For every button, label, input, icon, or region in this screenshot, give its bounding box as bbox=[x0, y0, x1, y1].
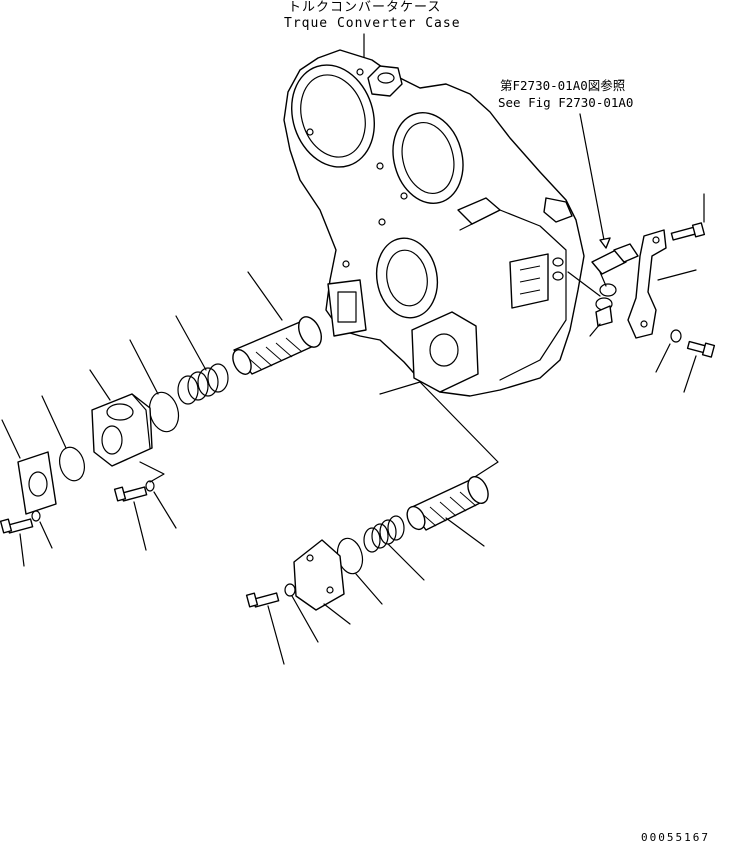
housing-gasket bbox=[41, 395, 85, 482]
upper-strainer-element bbox=[232, 271, 323, 375]
torque-converter-case bbox=[283, 33, 585, 397]
fitting-o-rings bbox=[567, 271, 617, 337]
clamp-bracket bbox=[627, 229, 697, 339]
cover-bolt bbox=[0, 510, 53, 567]
drawing-number: 00055167 bbox=[641, 831, 710, 844]
figure-reference-japanese: 第F2730-01A0図参照 bbox=[500, 78, 626, 93]
pipe-fitting bbox=[591, 243, 639, 287]
cover-plate bbox=[1, 419, 57, 515]
figure-reference-leader bbox=[579, 113, 611, 249]
strainer-housing bbox=[89, 369, 165, 483]
upper-spring bbox=[175, 315, 229, 405]
figure-reference-english: See Fig F2730-01A0 bbox=[498, 95, 634, 110]
lower-strainer-element bbox=[406, 476, 489, 547]
lower-cover-bolt bbox=[245, 583, 319, 665]
housing-bolt bbox=[113, 480, 177, 551]
lower-spring bbox=[363, 515, 425, 581]
case-label-japanese: トルクコンバータケース bbox=[288, 0, 442, 15]
connector-leader bbox=[379, 381, 499, 481]
case-label-english: Trque Converter Case bbox=[284, 16, 461, 31]
clamp-bolt-lower bbox=[655, 329, 716, 393]
clamp-bolt-upper bbox=[670, 193, 706, 241]
lower-cover bbox=[293, 539, 351, 625]
